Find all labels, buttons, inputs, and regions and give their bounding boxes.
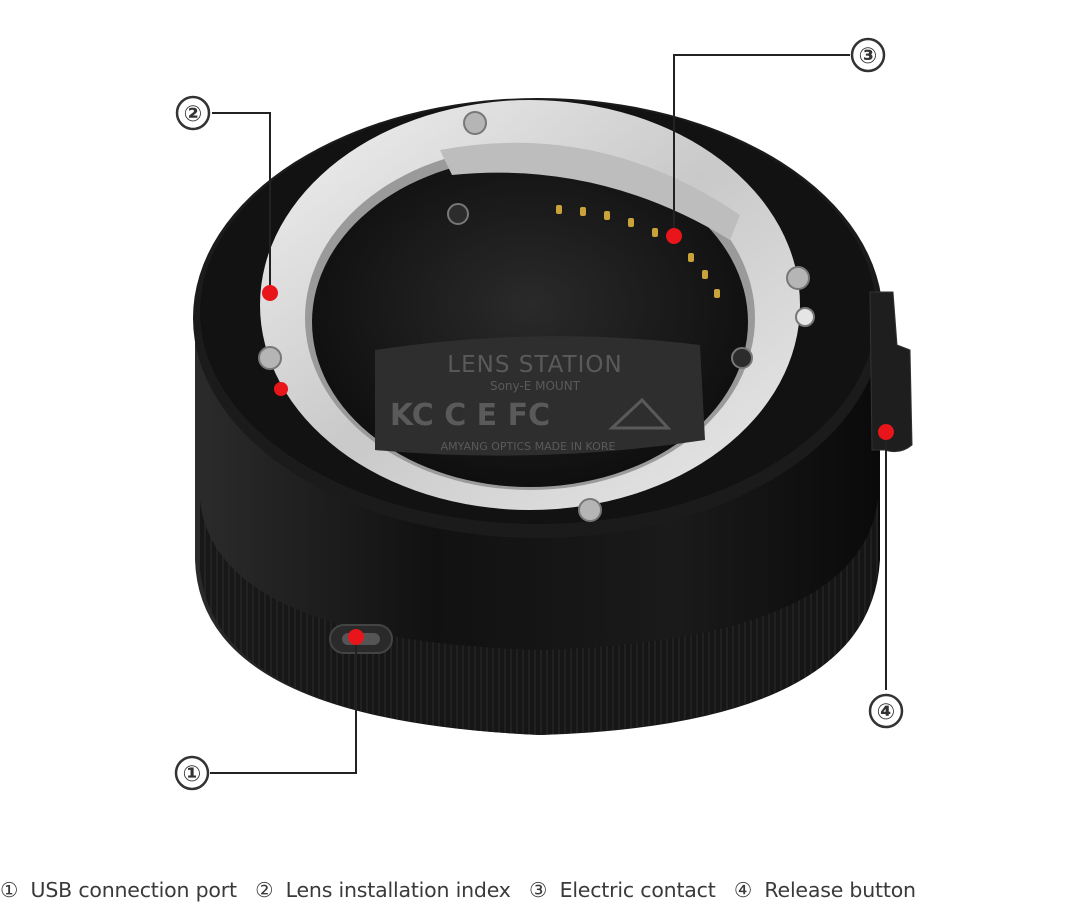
screw-icon — [795, 307, 815, 327]
contact-pins — [556, 205, 720, 298]
leader-line-3 — [673, 54, 850, 236]
marker-dot-contact — [666, 228, 682, 244]
legend-caption: ① USB connection port ② Lens installatio… — [0, 878, 1089, 902]
screw-icons — [258, 111, 815, 522]
screw-icon — [786, 266, 810, 290]
svg-text:①: ① — [183, 762, 202, 787]
legend-item-1: ① USB connection port — [0, 878, 237, 902]
callout-4: ④ — [868, 693, 904, 729]
screw-icon — [258, 346, 282, 370]
leader-line-2 — [212, 112, 271, 293]
plate-cert-marks: KC C E FC — [390, 398, 550, 433]
lens-station-diagram: LENS STATION Sony-E MOUNT KC C E FC AMYA… — [174, 37, 913, 791]
cert-triangle-icon — [608, 397, 672, 430]
callout-2: ② — [175, 95, 211, 131]
svg-text:④: ④ — [877, 700, 896, 725]
legend-item-4: ④ Release button — [733, 878, 916, 902]
plate-title: LENS STATION — [447, 352, 622, 378]
svg-text:③: ③ — [859, 44, 878, 69]
svg-text:②: ② — [184, 102, 203, 127]
plate-mount: Sony-E MOUNT — [490, 379, 581, 393]
screw-icon — [578, 498, 602, 522]
marker-dots — [262, 228, 894, 645]
marker-dot-index-secondary — [274, 382, 288, 396]
leader-line-1 — [210, 637, 357, 774]
label-plate: LENS STATION Sony-E MOUNT KC C E FC AMYA… — [375, 336, 705, 456]
screw-icon — [731, 347, 753, 369]
screw-icon — [463, 111, 487, 135]
plate-footer: AMYANG OPTICS MADE IN KORE — [441, 440, 616, 453]
screw-icon — [447, 203, 469, 225]
marker-dot-release — [878, 424, 894, 440]
legend-item-3: ③ Electric contact — [529, 878, 716, 902]
callout-3: ③ — [850, 37, 886, 73]
legend-item-2: ② Lens installation index — [255, 878, 511, 902]
callout-numbers: ① ② ③ ④ — [174, 37, 904, 791]
callout-1: ① — [174, 755, 210, 791]
marker-dot-index — [262, 285, 278, 301]
marker-dot-usb — [348, 629, 364, 645]
leader-lines — [210, 54, 887, 774]
